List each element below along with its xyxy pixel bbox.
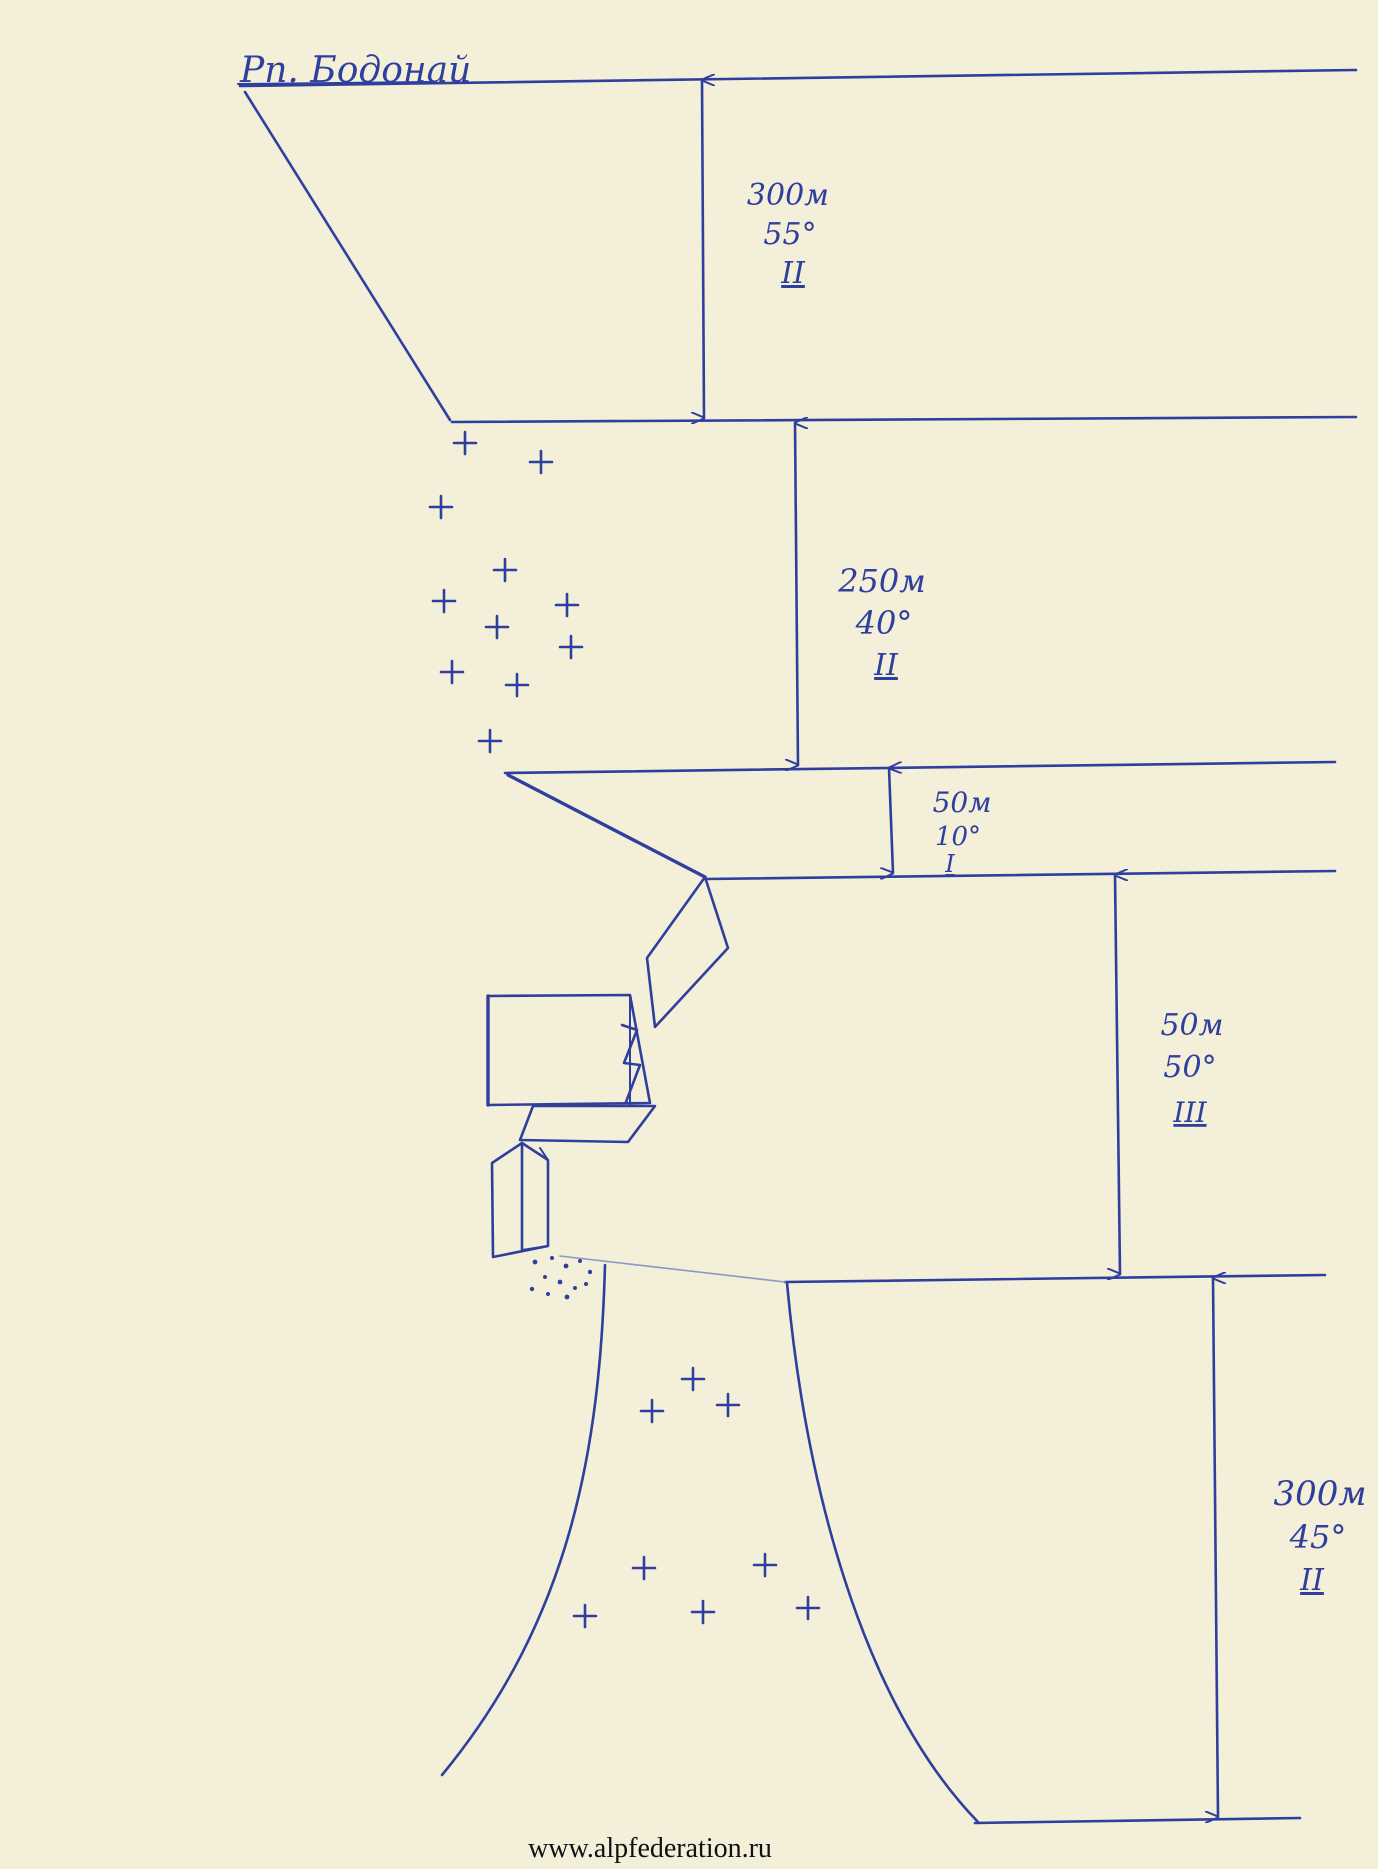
slab-block [645,875,730,1029]
svg-text:III: III [1172,1096,1207,1129]
peak-label-underline [237,81,431,85]
svg-text:250м: 250м [837,562,926,600]
svg-text:300м: 300м [747,178,829,213]
level-line-5 [783,1273,1327,1284]
snow-crosses [428,430,821,1629]
snow-cross [572,1603,598,1629]
crack-zigzag [620,1023,642,1104]
svg-text:II: II [1299,1563,1325,1598]
scree-dots [529,1256,593,1300]
level-lines [238,68,1358,1825]
section-label-2: 250м 40° II [837,562,926,683]
snow-cross [504,672,530,698]
dihedral-inner [521,1147,549,1251]
peak-label: Рп. Бодонай [239,50,471,91]
dimension-arrow-1 [702,80,704,418]
section-label-4: 50м 50° III [1160,1008,1223,1129]
svg-text:45°: 45° [1289,1518,1347,1556]
dimension-arrow-4 [1115,875,1120,1274]
section-label-3: 50м 10° I [933,786,992,878]
snow-cross [795,1595,821,1621]
snow-cross [428,494,454,520]
slope-section-3 [506,773,707,879]
svg-text:II: II [780,256,806,291]
rock-block [486,993,652,1107]
level-line-top [238,68,1358,88]
snow-cross [477,728,503,754]
snow-cross [492,557,518,583]
dihedral [490,1141,550,1259]
dimension-arrows [702,80,1218,1817]
svg-text:10°: 10° [935,822,981,852]
level-line-4 [703,869,1337,881]
connector-line [559,1255,786,1283]
route-outline [243,90,980,1824]
section-label-1: 300м 55° II [747,178,829,291]
dimension-arrow-5 [1213,1278,1218,1817]
svg-text:I: I [944,850,955,878]
level-line-2 [450,415,1358,424]
snow-cross [452,430,478,456]
snow-cross [631,1555,657,1581]
svg-text:55°: 55° [763,217,816,252]
svg-text:50м: 50м [933,786,992,819]
snow-cross [554,592,580,618]
dimension-arrow-2 [795,423,798,765]
svg-text:40°: 40° [855,604,913,642]
snow-cross [558,634,584,660]
snow-cross [484,614,510,640]
snow-cross [715,1392,741,1418]
lower-ledge [518,1104,657,1144]
snow-cross [752,1552,778,1578]
snow-cross [528,449,554,475]
snow-cross [690,1599,716,1625]
snow-cross [431,588,457,614]
slope-section-1 [243,90,452,422]
svg-text:II: II [873,648,899,683]
svg-text:50м: 50м [1160,1008,1223,1043]
svg-text:50°: 50° [1163,1050,1216,1085]
footer-url: www.alpfederation.ru [528,1833,772,1864]
snow-cross [439,659,465,685]
couloir-right [785,1281,980,1824]
dimension-arrow-3 [889,768,893,873]
section-label-5: 300м 45° II [1273,1474,1366,1598]
level-line-3 [503,760,1337,775]
level-line-bottom [973,1816,1302,1825]
svg-text:300м: 300м [1273,1474,1366,1514]
couloir-left [440,1263,607,1777]
snow-cross [639,1398,665,1424]
snow-cross [680,1366,706,1392]
